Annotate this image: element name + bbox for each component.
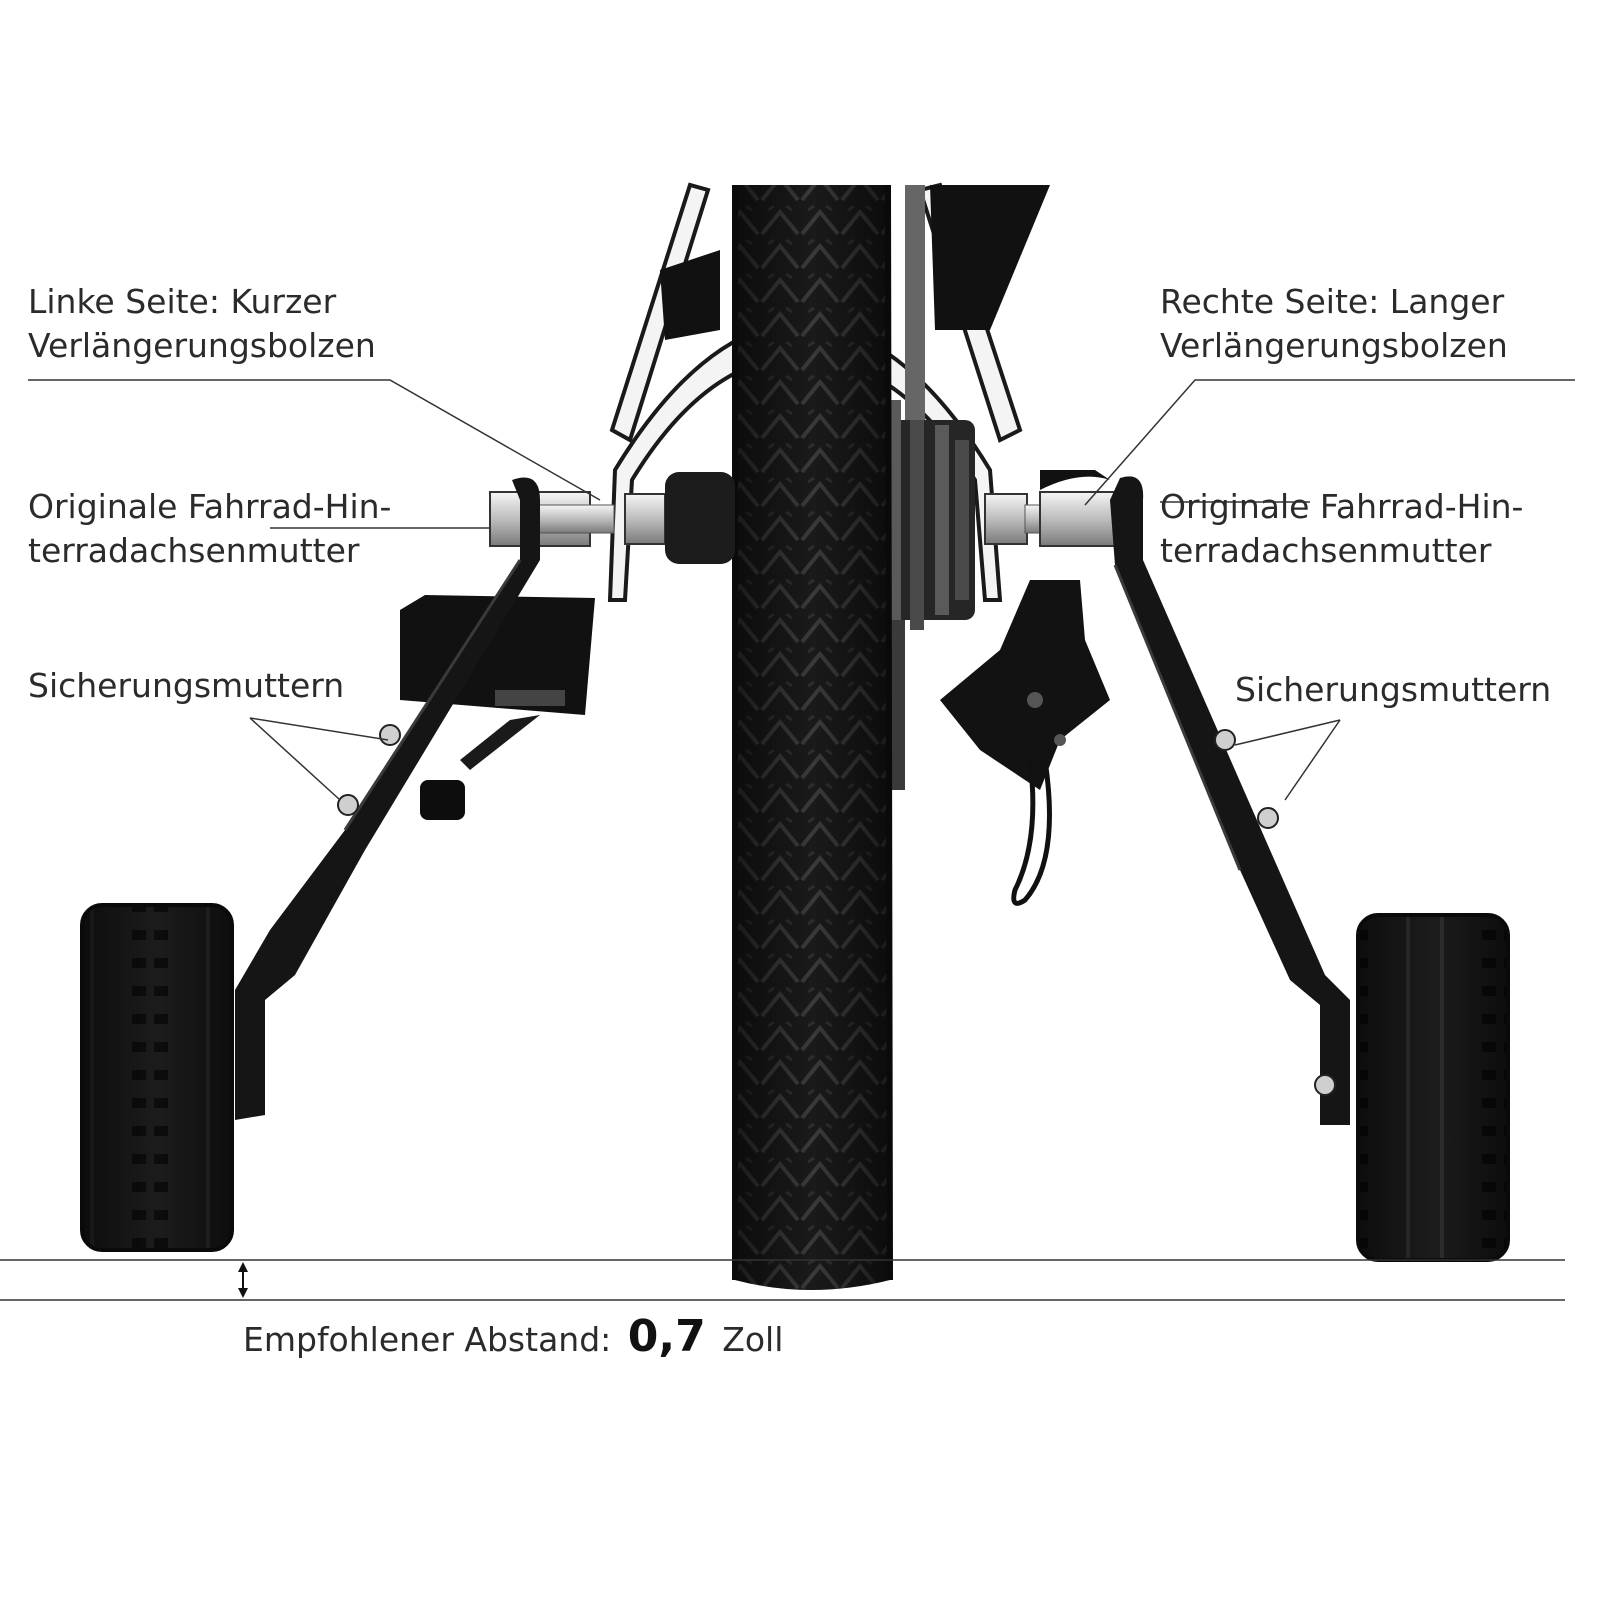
right-extension-bolt-label-line1: Rechte Seite: Langer bbox=[1160, 282, 1505, 321]
bike-frame bbox=[607, 182, 1050, 602]
right-axle-nut-label-line2: terradachsenmutter bbox=[1160, 531, 1492, 570]
right-lock-nuts-label: Sicherungsmuttern bbox=[1235, 670, 1552, 709]
gap-value: 0,7 bbox=[627, 1311, 706, 1362]
rear-axle-assembly bbox=[489, 470, 1126, 564]
right-training-wheel-bracket bbox=[1110, 476, 1350, 1125]
right-extension-bolt-label: Rechte Seite: Langer Verlängerungsbolzen bbox=[1160, 280, 1508, 368]
left-lock-nuts-label: Sicherungsmuttern bbox=[28, 666, 345, 705]
leader-lines bbox=[28, 379, 1575, 801]
rear-cassette bbox=[875, 185, 975, 790]
recommended-gap-caption: Empfohlener Abstand: 0,7 Zoll bbox=[243, 1312, 783, 1365]
left-axle-nut-label-line2: terradachsenmutter bbox=[28, 531, 360, 570]
rear-derailleur bbox=[940, 580, 1110, 906]
gap-arrow-icon bbox=[238, 1262, 248, 1298]
rear-tire bbox=[732, 184, 893, 1290]
right-training-wheel bbox=[1356, 913, 1510, 1262]
ground-reference-lines bbox=[0, 1259, 1565, 1301]
right-axle-nut-label: Originale Fahrrad-Hin- terradachsenmutte… bbox=[1160, 485, 1523, 573]
gap-prefix: Empfohlener Abstand: bbox=[243, 1320, 612, 1359]
gap-unit: Zoll bbox=[722, 1320, 784, 1359]
left-axle-nut-label: Originale Fahrrad-Hin- terradachsenmutte… bbox=[28, 485, 391, 573]
left-extension-bolt-label-line1: Linke Seite: Kurzer bbox=[28, 282, 337, 321]
left-training-wheel bbox=[80, 903, 234, 1252]
left-extension-bolt-label: Linke Seite: Kurzer Verlängerungsbolzen bbox=[28, 280, 376, 368]
right-axle-nut-label-line1: Originale Fahrrad-Hin- bbox=[1160, 487, 1524, 526]
left-axle-nut-label-line1: Originale Fahrrad-Hin- bbox=[28, 487, 392, 526]
right-extension-bolt-label-line2: Verlängerungsbolzen bbox=[1160, 326, 1508, 365]
left-training-wheel-bracket bbox=[235, 477, 540, 1120]
left-extension-bolt-label-line2: Verlängerungsbolzen bbox=[28, 326, 376, 365]
